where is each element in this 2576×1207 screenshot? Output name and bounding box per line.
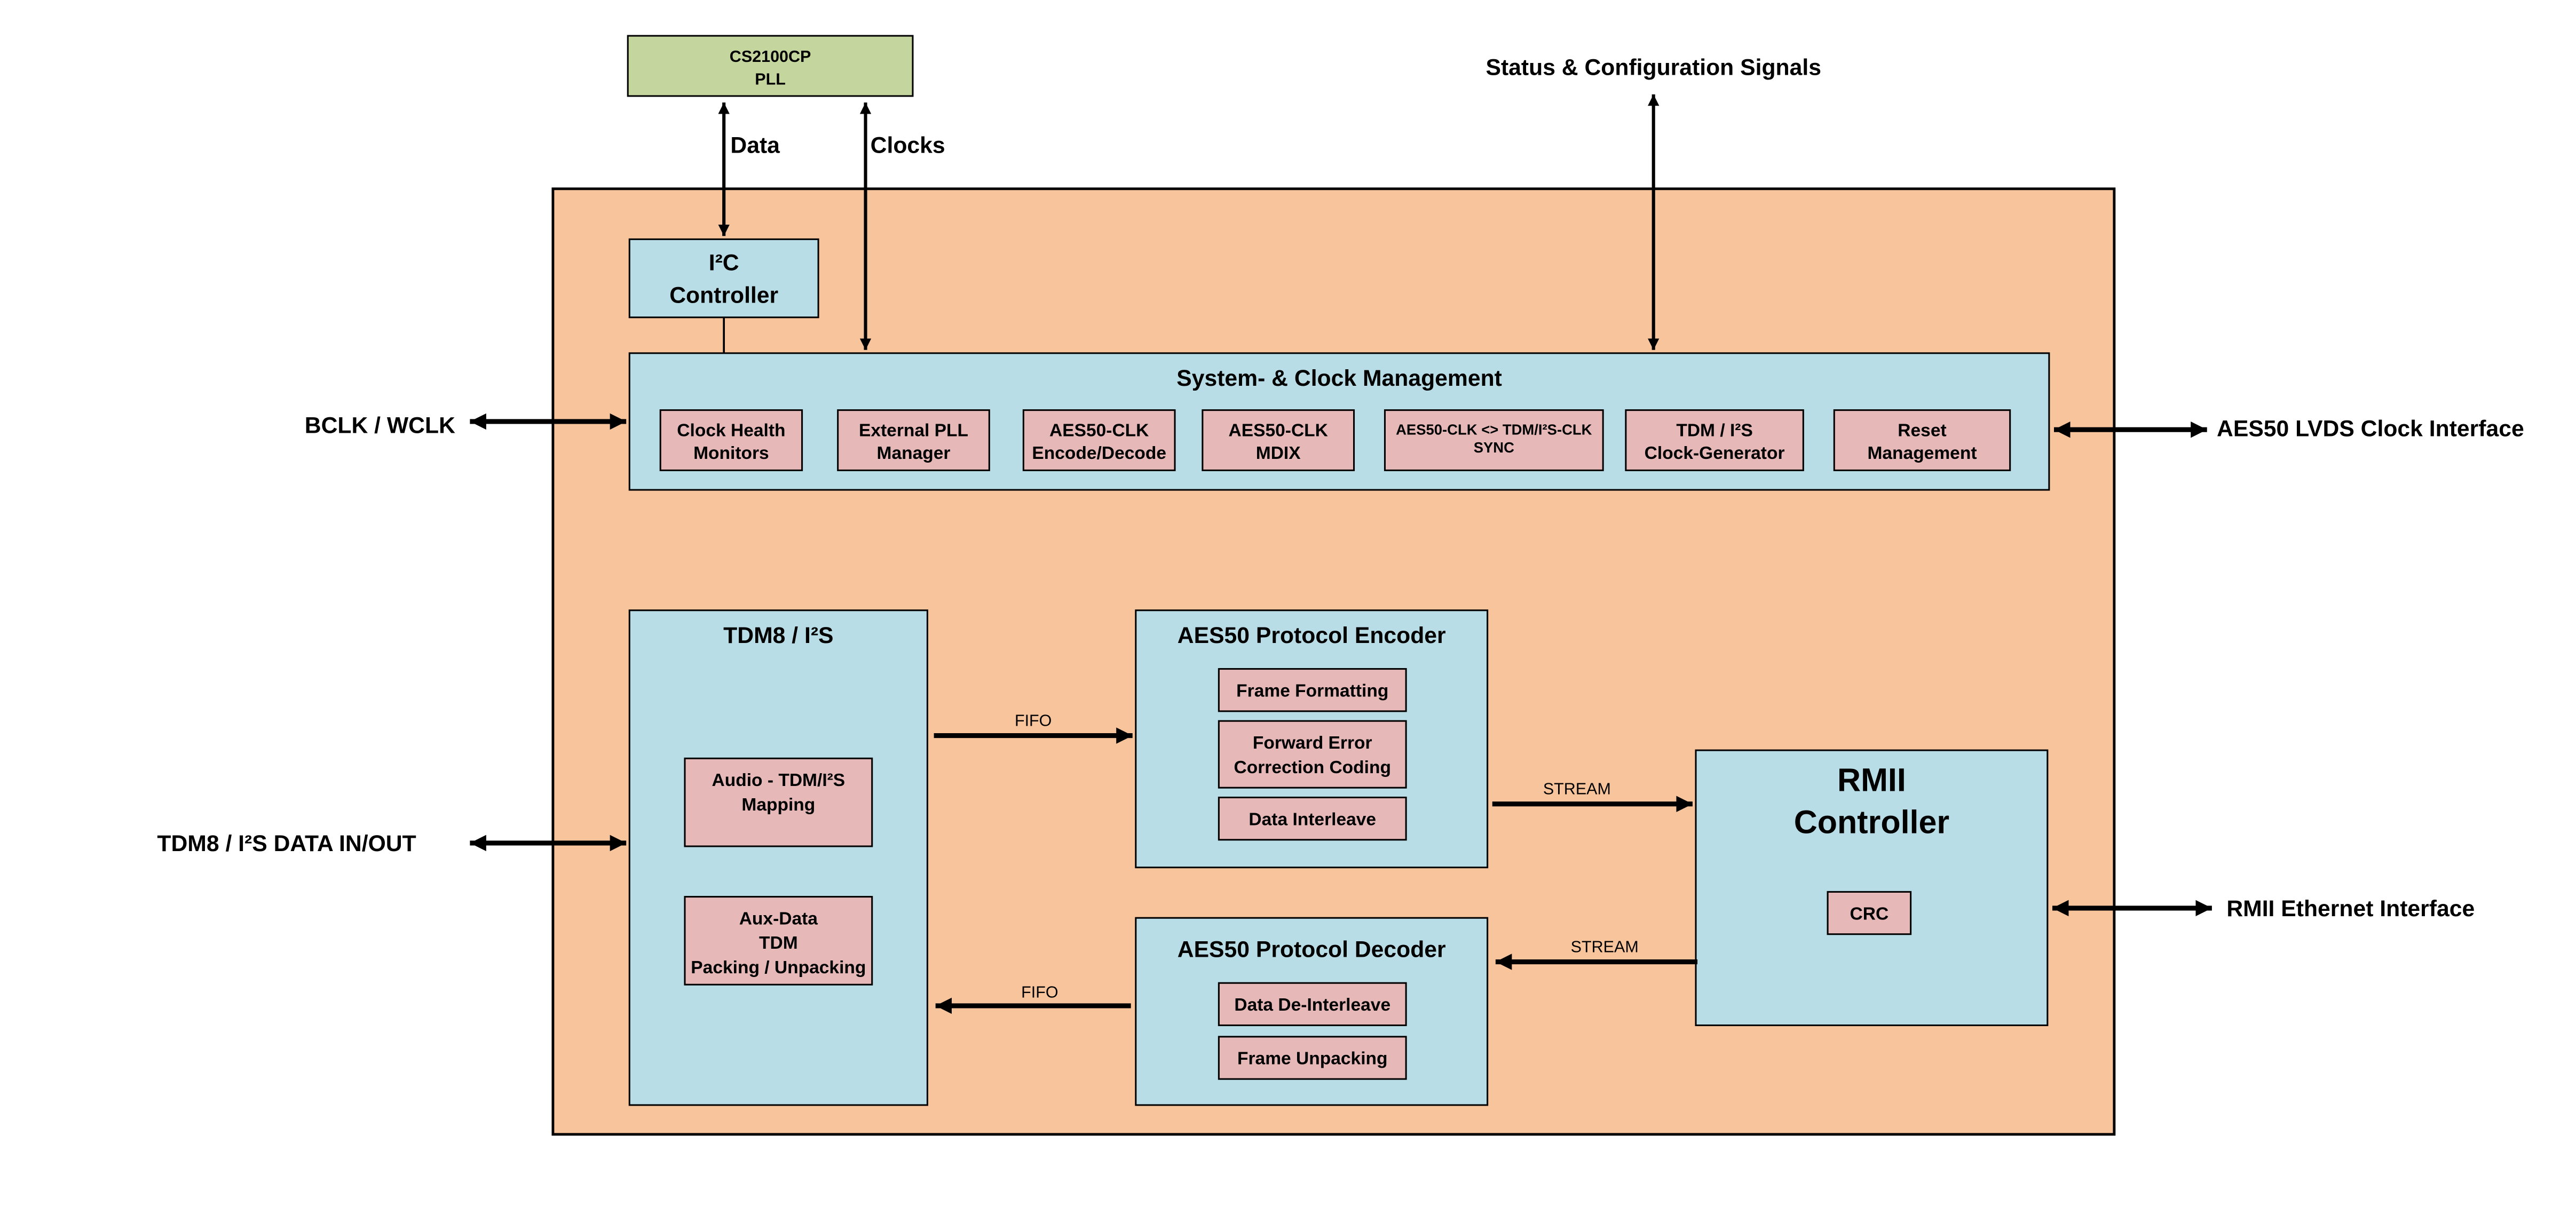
data-interleave-label: Data Interleave bbox=[1249, 809, 1376, 829]
bclk-wclk-label: BCLK / WCLK bbox=[305, 412, 455, 438]
system-clock-title: System- & Clock Management bbox=[1176, 366, 1502, 391]
tdm-clock-generator-rect bbox=[1625, 409, 1804, 471]
tdm-title: TDM8 / I²S bbox=[723, 623, 833, 648]
i2c-controller: I²C Controller bbox=[628, 238, 819, 319]
aes50-tdm-clk-sync-line2: SYNC bbox=[1474, 439, 1514, 456]
rmii-line1: RMII bbox=[1837, 761, 1906, 798]
aux-data-line2: TDM bbox=[759, 933, 798, 953]
tdm-data-io-label: TDM8 / I²S DATA IN/OUT bbox=[157, 831, 416, 856]
rmii-ethernet-label: RMII Ethernet Interface bbox=[2226, 896, 2475, 922]
reset-management-line1: Reset bbox=[1898, 420, 1946, 440]
audio-mapping-line2: Mapping bbox=[741, 795, 815, 815]
pll-line1: CS2100CP bbox=[730, 47, 811, 66]
i2c-line2: Controller bbox=[669, 282, 778, 308]
i2c-line1: I²C bbox=[709, 250, 739, 275]
aes50-decoder-block: AES50 Protocol Decoder Data De-Interleav… bbox=[1135, 917, 1489, 1106]
frame-formatting-label: Frame Formatting bbox=[1236, 681, 1388, 701]
clock-health-monitors-line1: Clock Health bbox=[677, 420, 785, 440]
audio-mapping-line1: Audio - TDM/I²S bbox=[712, 771, 846, 790]
tdm-i2s-block: TDM8 / I²S Audio - TDM/I²S Mapping Aux-D… bbox=[628, 609, 928, 1106]
crc-label: CRC bbox=[1850, 904, 1889, 924]
reset-management-rect bbox=[1833, 409, 2011, 471]
external-pll-manager-line1: External PLL bbox=[859, 420, 968, 440]
fifo-bottom-label: FIFO bbox=[1021, 983, 1058, 1002]
aes50-lvds-label: AES50 LVDS Clock Interface bbox=[2217, 416, 2524, 441]
data-deinterleave-label: Data De-Interleave bbox=[1234, 995, 1390, 1015]
tdm-clock-generator-line1: TDM / I²S bbox=[1676, 420, 1753, 440]
aes50-clk-encode-decode-line2: Encode/Decode bbox=[1032, 443, 1166, 463]
aux-data-line1: Aux-Data bbox=[739, 909, 818, 928]
clocks-label: Clocks bbox=[871, 133, 945, 158]
audio-mapping-box: Audio - TDM/I²S Mapping bbox=[684, 757, 873, 847]
data-label: Data bbox=[730, 133, 780, 158]
aes50-clk-mdix-box: AES50-CLK MDIX bbox=[1202, 409, 1355, 471]
tdm-clock-generator-box: TDM / I²S Clock-Generator bbox=[1625, 409, 1804, 471]
aes50-clk-mdix-line2: MDIX bbox=[1256, 443, 1301, 463]
aes50-clk-encode-decode-box: AES50-CLK Encode/Decode bbox=[1022, 409, 1176, 471]
frame-unpacking-box: Frame Unpacking bbox=[1218, 1036, 1407, 1080]
fec-box: Forward Error Correction Coding bbox=[1218, 720, 1407, 789]
external-pll-manager-rect bbox=[837, 409, 990, 471]
stream-bottom-label: STREAM bbox=[1571, 938, 1639, 956]
pll-chip: CS2100CP PLL bbox=[627, 35, 914, 97]
external-pll-manager-line2: Manager bbox=[877, 443, 951, 463]
crc-box: CRC bbox=[1827, 891, 1912, 935]
pll-line2: PLL bbox=[755, 70, 786, 89]
fec-line1: Forward Error bbox=[1253, 733, 1372, 753]
aes50-clk-encode-decode-line1: AES50-CLK bbox=[1049, 420, 1149, 440]
fifo-top-label: FIFO bbox=[1015, 711, 1052, 729]
clock-health-monitors-rect bbox=[659, 409, 803, 471]
stream-top-label: STREAM bbox=[1543, 780, 1611, 798]
system-clock-management: System- & Clock Management Clock HealthM… bbox=[628, 352, 2050, 491]
rmii-controller-block: RMII Controller CRC bbox=[1695, 749, 2049, 1027]
rmii-line2: Controller bbox=[1794, 804, 1949, 840]
frame-formatting-box: Frame Formatting bbox=[1218, 668, 1407, 712]
status-config-label: Status & Configuration Signals bbox=[1485, 54, 1821, 80]
aes50-clk-mdix-rect bbox=[1202, 409, 1355, 471]
aes50-clk-mdix-line1: AES50-CLK bbox=[1228, 420, 1327, 440]
data-interleave-box: Data Interleave bbox=[1218, 796, 1407, 841]
aes50-encoder-block: AES50 Protocol Encoder Frame Formatting … bbox=[1135, 609, 1489, 869]
data-deinterleave-box: Data De-Interleave bbox=[1218, 982, 1407, 1027]
aux-data-line3: Packing / Unpacking bbox=[691, 958, 866, 978]
frame-unpacking-label: Frame Unpacking bbox=[1237, 1049, 1388, 1069]
clock-health-monitors-line2: Monitors bbox=[693, 443, 769, 463]
fec-line2: Correction Coding bbox=[1234, 758, 1391, 777]
decoder-title: AES50 Protocol Decoder bbox=[1178, 936, 1446, 962]
aes50-tdm-clk-sync-rect bbox=[1384, 409, 1604, 471]
tdm-clock-generator-line2: Clock-Generator bbox=[1645, 443, 1785, 463]
encoder-title: AES50 Protocol Encoder bbox=[1178, 623, 1446, 648]
aes50-tdm-clk-sync-line1: AES50-CLK <> TDM/I²S-CLK bbox=[1396, 421, 1592, 438]
aes50-clk-encode-decode-rect bbox=[1022, 409, 1176, 471]
external-pll-manager-box: External PLL Manager bbox=[837, 409, 990, 471]
aux-data-box: Aux-Data TDM Packing / Unpacking bbox=[684, 896, 873, 986]
reset-management-line2: Management bbox=[1867, 443, 1977, 463]
